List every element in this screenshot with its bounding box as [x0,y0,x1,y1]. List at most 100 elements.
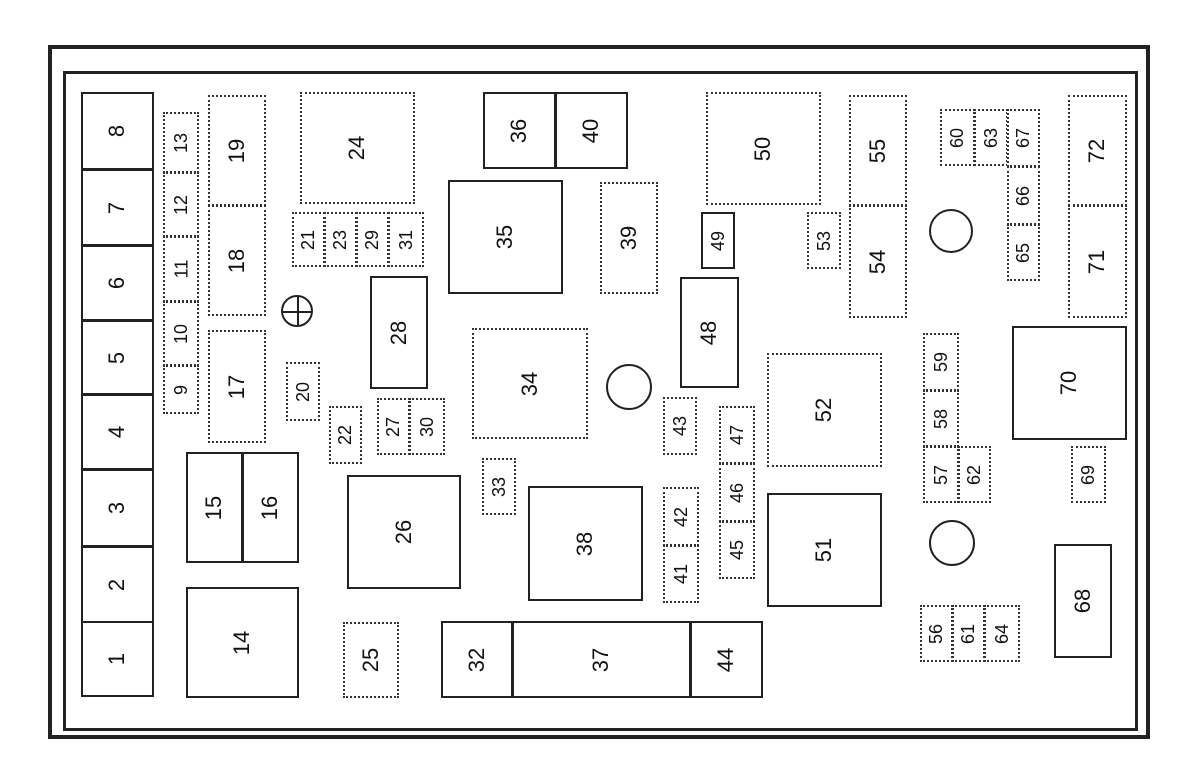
fuse-65: 65 [1007,224,1040,281]
fuse-label: 38 [572,531,598,556]
fuse-label: 41 [671,563,691,585]
fuse-72: 72 [1068,95,1127,206]
fuse-17: 17 [208,330,266,443]
mounting-hole-center [606,364,652,410]
fuse-label: 58 [931,408,951,429]
fuse-label: 9 [170,384,191,395]
mounting-hole-upper-right [929,209,973,253]
fuse-57: 57 [923,446,959,503]
fuse-label: 53 [814,230,834,251]
fuse-label: 2 [104,578,130,591]
fuse-35: 35 [448,180,563,294]
fuse-label: 49 [708,230,728,251]
fuse-label: 27 [383,416,404,437]
fuse-label: 25 [357,647,383,673]
fuse-label: 10 [171,323,191,344]
fuse-19: 19 [208,95,266,206]
fuse-25: 25 [343,622,399,698]
fuse-label: 32 [463,647,489,672]
fuse-51: 51 [767,493,882,607]
fuse-44: 44 [690,621,763,698]
fuse-23: 23 [324,212,357,267]
fuse-label: 48 [696,320,722,345]
fuse-30: 30 [409,398,445,455]
fuse-49: 49 [701,212,735,269]
fuse-label: 50 [750,136,776,161]
fuse-label: 71 [1084,249,1110,274]
fuse-63: 63 [974,109,1008,166]
fuse-24: 24 [300,92,415,204]
fuse-62: 62 [958,446,991,503]
fuse-11: 11 [163,236,199,302]
fuse-label: 8 [104,124,130,138]
fuse-28: 28 [370,276,428,389]
fuse-36: 36 [483,92,556,169]
fuse-34: 34 [472,328,588,439]
fuse-42: 42 [663,487,699,546]
fuse-label: 56 [926,623,947,644]
fuse-41: 41 [663,545,699,603]
fuse-label: 65 [1013,242,1034,263]
fuse-2: 2 [81,546,154,623]
fuse-66: 66 [1007,166,1040,225]
fuse-43: 43 [663,397,697,455]
crosshair-terminal-icon [281,295,313,327]
fuse-13: 13 [163,112,199,173]
fuse-6: 6 [81,245,154,321]
fuse-label: 59 [931,351,951,373]
fuse-label: 52 [811,397,837,423]
fuse-label: 64 [992,623,1012,644]
fuse-46: 46 [719,463,755,522]
mounting-hole-lower-right [929,520,975,566]
fuse-label: 57 [931,464,951,485]
fuse-21: 21 [292,212,325,267]
fuse-label: 4 [104,425,130,439]
fuse-54: 54 [849,205,907,318]
fuse-33: 33 [482,458,516,515]
fuse-52: 52 [767,353,882,467]
fuse-32: 32 [441,621,513,698]
fuse-64: 64 [984,605,1020,662]
fuse-label: 45 [727,539,747,561]
fuse-label: 35 [492,224,518,250]
fuse-label: 68 [1069,588,1095,614]
fuse-label: 72 [1084,138,1110,163]
fuse-label: 22 [335,424,356,446]
fuse-label: 60 [947,127,968,148]
fuse-4: 4 [81,394,154,470]
fuse-label: 7 [104,201,130,214]
fuse-45: 45 [719,521,755,579]
fuse-label: 33 [489,476,509,497]
fuse-label: 67 [1013,127,1034,149]
fuse-label: 17 [223,374,249,399]
fuse-label: 69 [1078,464,1099,485]
fuse-18: 18 [208,205,266,316]
fuse-50: 50 [706,92,821,205]
fuse-label: 24 [344,135,370,161]
fuse-label: 61 [958,623,979,644]
fuse-7: 7 [81,169,154,246]
fuse-label: 29 [362,229,383,250]
fuse-8: 8 [81,92,154,170]
fuse-58: 58 [923,390,959,447]
fuse-label: 28 [385,320,411,345]
fuse-label: 19 [223,138,249,163]
fuse-label: 21 [298,229,319,250]
fuse-67: 67 [1007,109,1040,167]
fuse-label: 47 [727,424,747,446]
fuse-14: 14 [186,587,299,698]
fuse-label: 20 [293,381,313,402]
fuse-label: 13 [171,132,191,153]
fuse-5: 5 [81,320,154,395]
fuse-69: 69 [1071,446,1106,503]
fuse-31: 31 [388,212,424,267]
fuse-label: 30 [417,416,437,437]
fuse-label: 37 [588,647,614,672]
fuse-label: 66 [1013,185,1034,206]
fuse-label: 42 [671,506,691,527]
fuse-label: 14 [229,630,255,655]
fuse-22: 22 [329,406,362,464]
fuse-label: 3 [104,501,130,515]
fuse-61: 61 [952,605,985,662]
fuse-label: 15 [201,495,227,520]
